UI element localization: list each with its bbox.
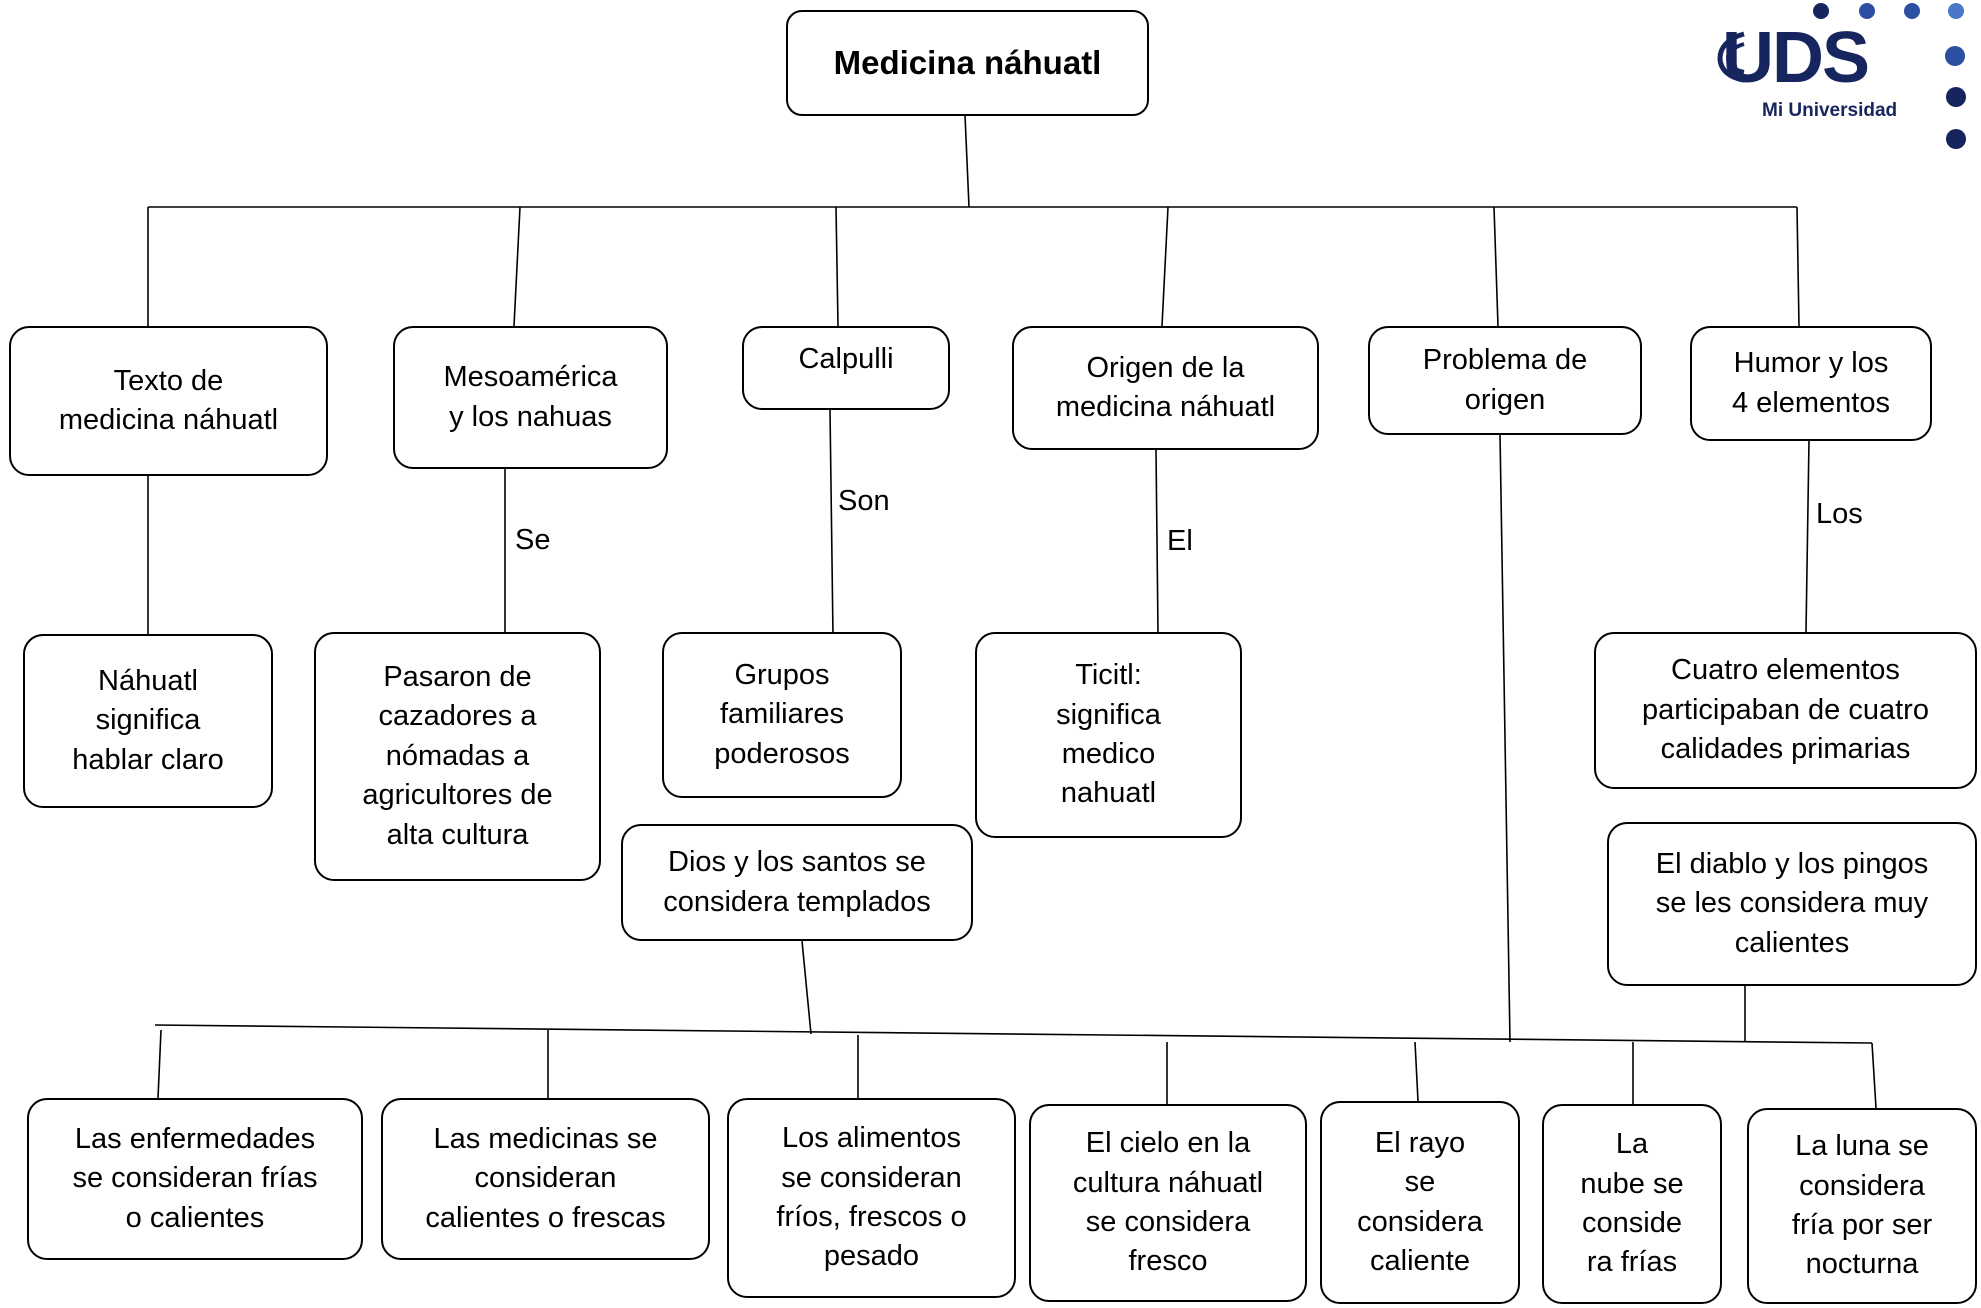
- node-diablo: El diablo y los pingos se les considera …: [1607, 822, 1977, 986]
- node-pasaron: Pasaron de cazadores a nómadas a agricul…: [314, 632, 601, 881]
- node-ticitl: Ticitl: significa medico nahuatl: [975, 632, 1242, 838]
- node-rayo: El rayo se considera caliente: [1320, 1101, 1520, 1304]
- node-texto: Texto de medicina náhuatl: [9, 326, 328, 476]
- connector-line: [513, 206, 521, 327]
- connector-line: [1499, 433, 1511, 1043]
- logo-tagline: Mi Universidad: [1762, 100, 1898, 121]
- node-origen: Origen de la medicina náhuatl: [1012, 326, 1319, 450]
- uds-logo: [1700, 0, 1981, 160]
- connector-line: [964, 114, 970, 208]
- logo-dots: [1813, 3, 1966, 149]
- node-problema: Problema de origen: [1368, 326, 1642, 435]
- node-nahuatl-significa: Náhuatl significa hablar claro: [23, 634, 273, 808]
- connector-line: [1871, 1042, 1877, 1109]
- node-grupos: Grupos familiares poderosos: [662, 632, 902, 798]
- node-alimentos: Los alimentos se consideran fríos, fresc…: [727, 1098, 1016, 1298]
- connector-line: [801, 940, 812, 1035]
- node-cuatro-elementos: Cuatro elementos participaban de cuatro …: [1594, 632, 1977, 789]
- connector-line: [1155, 449, 1159, 633]
- connector-line: [835, 206, 839, 327]
- node-medicinas: Las medicinas se consideran calientes o …: [381, 1098, 710, 1260]
- node-mesoamerica: Mesoamérica y los nahuas: [393, 326, 668, 469]
- diagram-title: Medicina náhuatl: [786, 10, 1149, 116]
- connector-label-se: Se: [515, 524, 551, 556]
- connector-line: [157, 1029, 162, 1099]
- node-luna: La luna se considera fría por ser noctur…: [1747, 1108, 1977, 1304]
- connector-line: [1161, 206, 1169, 327]
- node-dios: Dios y los santos se considera templados: [621, 824, 973, 941]
- bottom-bar: [154, 1024, 1873, 1044]
- connector-line: [1493, 206, 1499, 327]
- node-cielo: El cielo en la cultura náhuatl se consid…: [1029, 1104, 1307, 1302]
- connector-line: [1796, 206, 1800, 327]
- node-enfermedades: Las enfermedades se consideran frías o c…: [27, 1098, 363, 1260]
- node-humor: Humor y los 4 elementos: [1690, 326, 1932, 441]
- logo-wing-icon: [1717, 31, 1745, 83]
- connector-line: [1414, 1041, 1419, 1102]
- connector-line: [829, 409, 834, 637]
- node-calpulli: Calpulli: [742, 326, 950, 410]
- connector-label-son: Son: [838, 485, 890, 517]
- logo-brand: UDS: [1722, 18, 1870, 98]
- connector-label-los: Los: [1816, 498, 1863, 530]
- connector-label-el: El: [1167, 525, 1193, 557]
- node-nube: La nube se conside ra frías: [1542, 1104, 1722, 1304]
- connector-line: [1805, 439, 1810, 633]
